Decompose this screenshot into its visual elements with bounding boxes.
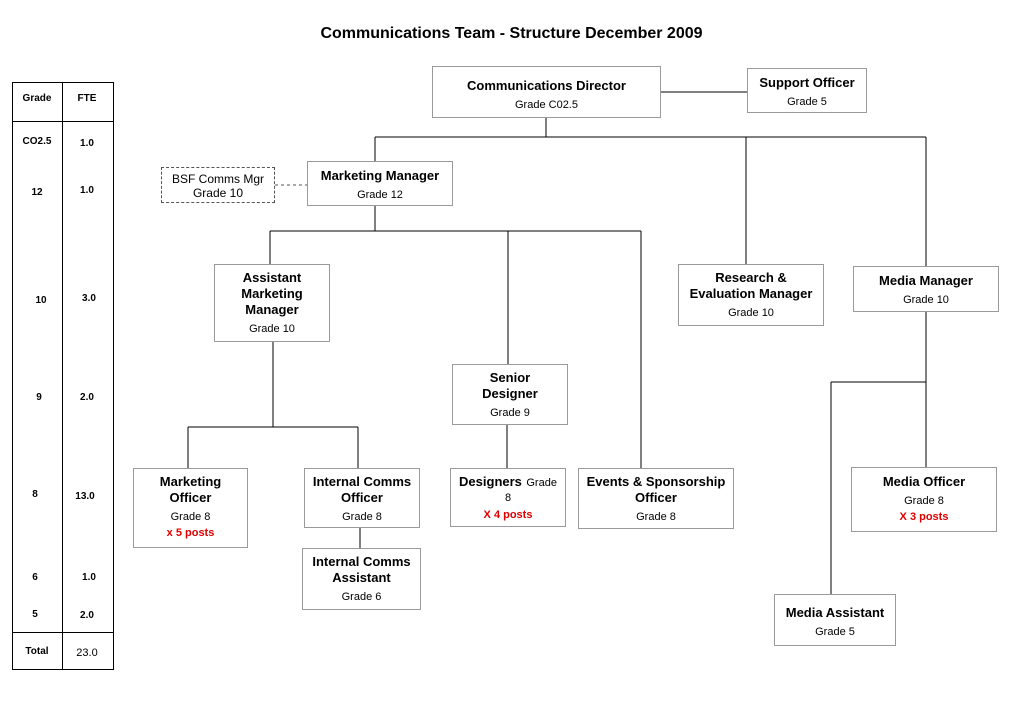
node-grade: Grade 12 <box>357 189 403 201</box>
node-grade: Grade 8 <box>504 477 557 504</box>
table-total-label: Total <box>25 646 49 657</box>
node-research-evaluation-manager: Research & Evaluation Manager Grade 10 <box>678 264 824 326</box>
table-row-grade: 10 <box>35 295 47 306</box>
node-title: Media Manager <box>879 273 973 288</box>
node-support-officer: Support Officer Grade 5 <box>747 68 867 113</box>
node-posts: x 5 posts <box>166 527 215 539</box>
node-communications-director: Communications Director Grade C02.5 <box>432 66 661 118</box>
node-marketing-officer: Marketing Officer Grade 8 x 5 posts <box>133 468 248 548</box>
node-title: Media Officer <box>882 474 966 489</box>
node-title: Designers <box>459 474 522 489</box>
node-internal-comms-assistant: Internal Comms Assistant Grade 6 <box>302 548 421 610</box>
node-designers: Designers Grade 8 X 4 posts <box>450 468 566 527</box>
node-title: Media Assistant <box>785 605 885 620</box>
node-grade: Grade 9 <box>490 407 530 419</box>
node-marketing-manager: Marketing Manager Grade 12 <box>307 161 453 206</box>
node-media-assistant: Media Assistant Grade 5 <box>774 594 896 646</box>
chart-title: Communications Team - Structure December… <box>320 25 703 42</box>
table-row-fte: 1.0 <box>82 572 96 583</box>
table-header-divider <box>12 121 114 122</box>
table-row-fte: 2.0 <box>80 392 94 403</box>
table-row-fte: 13.0 <box>75 491 95 502</box>
node-grade: Grade 10 <box>903 294 949 306</box>
node-events-sponsorship-officer: Events & Sponsorship Officer Grade 8 <box>578 468 734 529</box>
table-row-grade: 12 <box>31 187 43 198</box>
table-total-value: 23.0 <box>76 647 98 659</box>
table-row-grade: 6 <box>32 572 38 583</box>
node-grade: Grade 5 <box>815 626 855 638</box>
node-title: Communications Director <box>467 78 626 93</box>
node-grade: Grade 8 <box>170 511 211 523</box>
node-posts: X 3 posts <box>899 511 949 523</box>
node-posts: X 4 posts <box>483 509 533 521</box>
node-senior-designer: Senior Designer Grade 9 <box>452 364 568 425</box>
node-grade: Grade 8 <box>636 511 676 523</box>
table-row-fte: 1.0 <box>80 138 94 149</box>
grade-fte-table <box>12 82 114 670</box>
table-row-grade: 9 <box>36 392 42 403</box>
node-internal-comms-officer: Internal Comms Officer Grade 8 <box>304 468 420 528</box>
node-grade: Grade 8 <box>904 495 944 507</box>
table-row-fte: 1.0 <box>80 185 94 196</box>
node-media-manager: Media Manager Grade 10 <box>853 266 999 312</box>
table-column-divider <box>62 82 63 670</box>
node-grade: Grade 5 <box>787 96 827 108</box>
node-title: Research & Evaluation Manager <box>689 270 813 301</box>
table-row-fte: 3.0 <box>82 293 96 304</box>
node-grade: Grade 10 <box>728 307 774 319</box>
node-grade: Grade 6 <box>341 591 382 603</box>
node-grade: Grade 8 <box>342 511 382 523</box>
table-row-grade: CO2.5 <box>22 136 52 147</box>
node-assistant-marketing-manager: Assistant Marketing Manager Grade 10 <box>214 264 330 342</box>
node-grade: Grade 10 <box>249 323 295 335</box>
node-title: Marketing Officer <box>159 474 222 505</box>
node-title: Senior Designer <box>482 370 538 401</box>
node-title: Support Officer <box>759 75 855 90</box>
table-row-grade: 8 <box>32 489 38 500</box>
table-row-grade: 5 <box>32 609 38 620</box>
node-bsf-comms-mgr: BSF Comms Mgr Grade 10 <box>161 167 275 203</box>
table-total-divider <box>12 632 114 633</box>
node-title: Internal Comms Officer <box>312 474 412 505</box>
node-title: Marketing Manager <box>320 168 440 183</box>
node-title: Assistant Marketing Manager <box>241 270 303 317</box>
table-header-fte: FTE <box>77 93 97 104</box>
table-header-grade: Grade <box>22 93 52 104</box>
node-grade: Grade 10 <box>192 186 244 200</box>
node-title: Internal Comms Assistant <box>312 554 411 585</box>
node-media-officer: Media Officer Grade 8 X 3 posts <box>851 467 997 532</box>
node-title: BSF Comms Mgr <box>171 172 264 186</box>
node-grade: Grade C02.5 <box>515 99 578 111</box>
table-row-fte: 2.0 <box>80 610 94 621</box>
node-title: Events & Sponsorship Officer <box>586 474 726 505</box>
